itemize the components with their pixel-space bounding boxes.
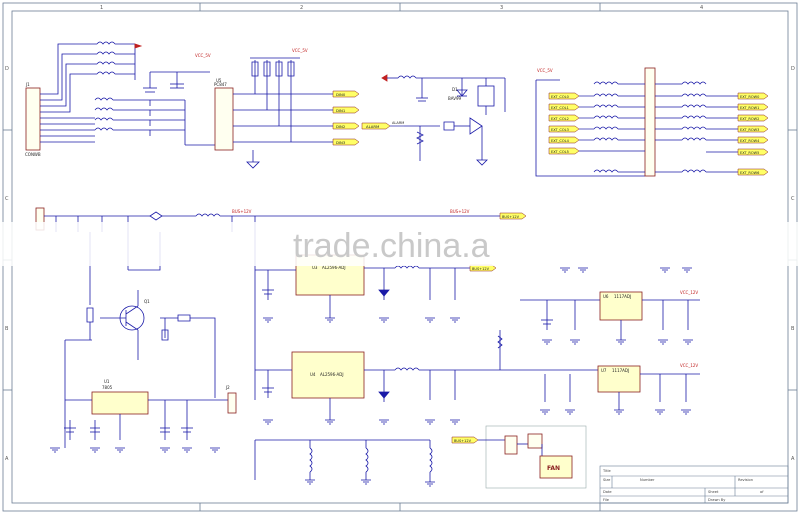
alarm-section: [381, 74, 506, 166]
bus-label: BUS+12V: [450, 209, 470, 214]
relay-vcc-label: VCC_5V: [537, 68, 553, 73]
u1-part: 7805: [102, 385, 113, 390]
vcc-label: VCC_5V: [537, 68, 553, 73]
title-block: [599, 465, 789, 504]
vcc12-label: VCC_12V: [680, 363, 698, 368]
din-tag: DIN0: [336, 92, 346, 97]
vcc12-label: VCC_12V: [680, 290, 698, 295]
row-label: A: [5, 456, 9, 462]
alarm-tag-text: ALARM: [366, 124, 379, 129]
u6-part: 1117ADJ: [614, 294, 631, 299]
bus-tag: BUS+12V: [502, 215, 520, 219]
row-label: B: [791, 326, 795, 332]
relay-col-tag: EXT_COL5: [551, 150, 569, 154]
size-label: Size: [603, 478, 611, 482]
row-label: D: [791, 66, 795, 72]
u7-label: U7: [601, 368, 607, 373]
relay-row-tag: EXT_ROW4: [740, 139, 760, 143]
title-label: Title: [602, 469, 611, 473]
alarm-tag: ALARM ALARM: [361, 121, 404, 130]
inductor-row: [75, 41, 136, 80]
din-tag: DIN2: [336, 124, 346, 129]
din-wires: [300, 93, 333, 143]
relay-matrix: [535, 67, 738, 177]
row-label: A: [791, 456, 795, 462]
number-label: Number: [640, 478, 655, 482]
border-row-labels: D C B A D C B A: [5, 66, 795, 462]
fan-section: BUS+12V FAN: [451, 425, 587, 489]
sheet-label: Sheet: [708, 490, 719, 494]
row-label: B: [5, 326, 9, 332]
revision-label: Revision: [738, 478, 753, 482]
u4-part: AL2596-ADJ: [320, 372, 344, 377]
u1-label: U1: [104, 379, 110, 384]
vcc-label: VCC_5V: [195, 53, 211, 58]
relay-left-inductors: [593, 81, 645, 173]
relay-col-tag: EXT_COL4: [551, 139, 570, 143]
din-tags: DIN0 DIN1 DIN2 DIN3: [332, 90, 360, 146]
din-tag: DIN3: [336, 140, 346, 145]
relay-row-tag: EXT_ROW1: [740, 106, 759, 110]
relay-row-tag: EXT_ROW5: [740, 151, 759, 155]
u7-part: 1117ADJ: [612, 368, 629, 373]
col-label: 2: [300, 5, 303, 11]
bus-labels: BUS+12V BUS+12V VCC_12V VCC_12V: [232, 209, 698, 368]
lower-left: [64, 232, 237, 448]
relay-col-tag: EXT_COL1: [551, 106, 569, 110]
alarm-tag-text: ALARM: [392, 121, 404, 125]
ground-symbols: [50, 267, 693, 487]
fan-label: FAN: [547, 465, 560, 472]
relay-col-tag: EXT_COL0: [551, 95, 569, 99]
row-label: C: [5, 196, 9, 202]
relay-col-tag: EXT_COL3: [551, 128, 569, 132]
bus-tag: BUS+12V: [472, 267, 490, 271]
date-label: Date: [603, 490, 612, 494]
d1-part: BAV99: [448, 96, 462, 101]
top-left-labels: J1 CONWB U5 PC847 VCC_5V VCC_5V: [25, 48, 308, 157]
col-label: 3: [500, 5, 503, 11]
lower-left-labels: Q1 U1 7805 J2: [102, 299, 230, 390]
vcc-label: VCC_5V: [292, 48, 308, 53]
watermark: trade.china.a: [0, 222, 800, 266]
u5-label: U5: [216, 78, 222, 83]
din-tag: DIN1: [336, 108, 346, 113]
relay-row-tag: EXT_ROW0: [740, 95, 759, 99]
u4-label: U4: [310, 372, 316, 377]
regulator-labels: U3 AL2596-ADJ U4 AL2596-ADJ U6 1117ADJ U…: [310, 87, 631, 377]
relay-col-tag: EXT_COL2: [551, 117, 569, 121]
relay-left-wires: [579, 95, 645, 152]
col-label: 4: [700, 5, 703, 11]
u6-label: U6: [603, 294, 609, 299]
u5-part: PC847: [214, 82, 227, 87]
relay-row-tag: EXT_ROW6: [740, 171, 759, 175]
bottom-filters: [254, 439, 433, 482]
conwb-label: CONWB: [25, 152, 41, 157]
fan-tag: BUS+12V: [454, 439, 472, 443]
j1-label: J1: [25, 82, 30, 87]
watermark-band: [0, 222, 800, 266]
u3-part: AL2596-ADJ: [322, 265, 346, 270]
input-section: [25, 41, 300, 169]
title-block-labels: Title Size Number Revision Date Sheet of…: [602, 469, 764, 502]
bus-label: BUS+12V: [232, 209, 252, 214]
d1-label: D1: [452, 87, 458, 92]
row-label: C: [791, 196, 795, 202]
fan-box: [539, 455, 573, 479]
j2-label: J2: [225, 385, 230, 390]
drawn-label: Drawn By: [708, 498, 726, 502]
file-label: File: [603, 498, 610, 502]
watermark-text: trade.china.a: [293, 227, 490, 265]
col-label: 1: [100, 5, 103, 11]
relay-row-tag: EXT_ROW3: [740, 128, 759, 132]
relay-right-tags: EXT_ROW0 EXT_ROW1 EXT_ROW2 EXT_ROW3 EXT_…: [737, 92, 769, 176]
row-label: D: [5, 66, 9, 72]
u3-label: U3: [312, 265, 318, 270]
relay-right-inductors: [655, 81, 738, 173]
relay-left-tags: EXT_COL0 EXT_COL1 EXT_COL2 EXT_COL3 EXT_…: [548, 92, 580, 155]
q1-label: Q1: [144, 299, 150, 304]
border-col-labels: 1 2 3 4: [100, 5, 703, 11]
of-label: of: [760, 490, 764, 494]
relay-row-tag: EXT_ROW2: [740, 117, 759, 121]
